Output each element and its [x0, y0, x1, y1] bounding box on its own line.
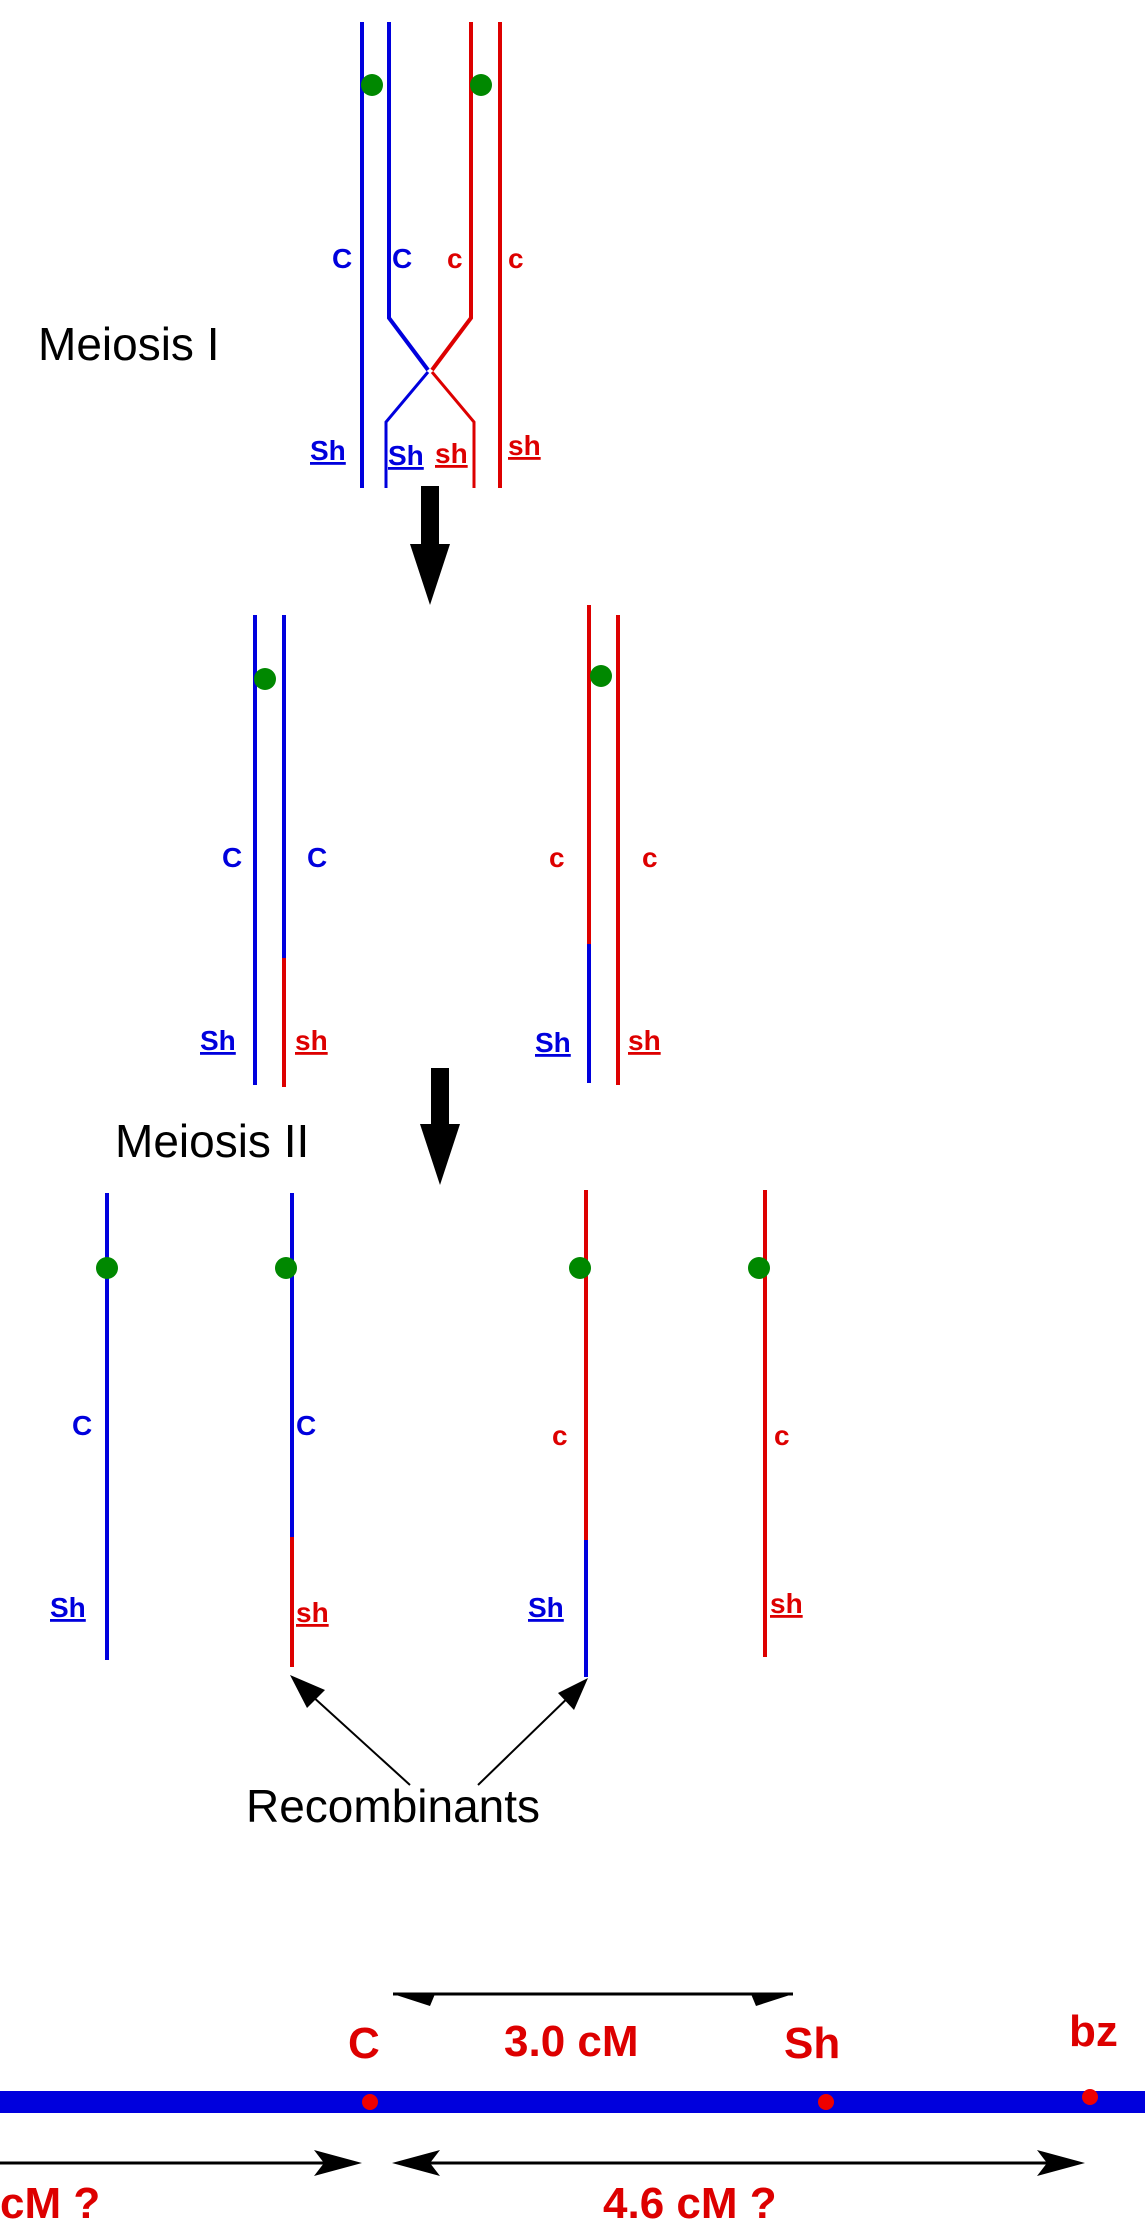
marker-C-label: C [348, 2019, 380, 2068]
allele-sh-label: sh [435, 438, 468, 469]
allele-C-label: C [332, 243, 352, 274]
left-distance-label: cM ? [0, 2179, 100, 2223]
marker-bz-label: bz [1069, 2007, 1118, 2056]
marker-C-dot [362, 2094, 378, 2110]
genetic-map: 3.0 cM C Sh bz cM ? 4.6 cM ? [0, 1992, 1145, 2228]
allele-C-label: C [296, 1410, 316, 1441]
blue-chromatid-2-lower [384, 371, 430, 488]
allele-c-label: c [447, 243, 463, 274]
recombinant-pointer-left [299, 1684, 411, 1786]
marker-Sh-dot [818, 2094, 834, 2110]
allele-C-label: C [392, 243, 412, 274]
c-bz-distance-label: 4.6 cM ? [603, 2179, 777, 2223]
allele-c-label: c [549, 842, 565, 873]
marker-Sh-label: Sh [784, 2019, 840, 2068]
centromere-red [470, 74, 492, 96]
recombinant-pointer-right [477, 1687, 579, 1786]
meiosis-2-arrow [420, 1068, 460, 1185]
allele-C-label: C [222, 842, 242, 873]
allele-sh-label: sh [296, 1597, 329, 1628]
recombinants-callout: Recombinants [246, 1675, 588, 1832]
chromosome-map-line [0, 2091, 1145, 2113]
red-chromatid-1-upper [430, 22, 473, 372]
red-chromatid-1-lower [430, 371, 476, 488]
allele-Sh-label: Sh [528, 1592, 564, 1623]
allele-Sh-label: Sh [388, 440, 424, 471]
allele-Sh-label: Sh [310, 435, 346, 466]
centromere-blue [361, 74, 383, 96]
c-sh-distance-label: 3.0 cM [504, 2017, 639, 2066]
allele-Sh-label: Sh [50, 1592, 86, 1623]
allele-c-label: c [508, 243, 524, 274]
allele-c-label: c [642, 842, 658, 873]
allele-c-label: c [774, 1420, 790, 1451]
centromere [569, 1257, 591, 1279]
centromere [96, 1257, 118, 1279]
meiosis-1-products: C C c c Sh sh Sh sh [200, 605, 661, 1087]
allele-c-label: c [552, 1420, 568, 1451]
allele-sh-label: sh [295, 1025, 328, 1056]
blue-chromatid-2-upper [387, 22, 430, 372]
centromere-red-pair [590, 665, 612, 687]
allele-C-label: C [307, 842, 327, 873]
centromere [275, 1257, 297, 1279]
allele-sh-label: sh [508, 430, 541, 461]
meiosis-1-arrow [410, 486, 450, 605]
allele-Sh-label: Sh [535, 1027, 571, 1058]
allele-Sh-label: Sh [200, 1025, 236, 1056]
centromere [748, 1257, 770, 1279]
meiosis-2-products: C Sh C sh c Sh c sh [50, 1190, 803, 1677]
marker-bz-dot [1082, 2089, 1098, 2105]
centromere-blue-pair [254, 668, 276, 690]
recombinants-label: Recombinants [246, 1780, 540, 1832]
allele-C-label: C [72, 1410, 92, 1441]
meiosis-2-label: Meiosis II [115, 1115, 309, 1167]
allele-sh-label: sh [628, 1025, 661, 1056]
meiosis-1-stage: Meiosis I C C c c Sh Sh sh sh [38, 22, 541, 488]
meiosis-1-label: Meiosis I [38, 318, 219, 370]
allele-sh-label: sh [770, 1588, 803, 1619]
